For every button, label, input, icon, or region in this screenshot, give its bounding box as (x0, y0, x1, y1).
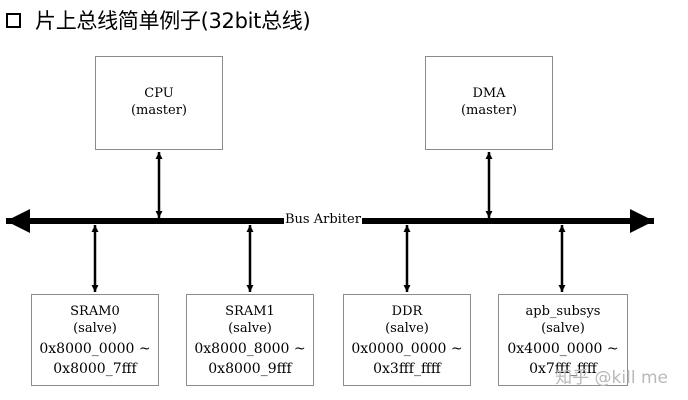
address-end: 0x8000_9fff (208, 361, 292, 377)
sram0-slave-box: SRAM0 (salve) 0x8000_0000 ~ 0x8000_7fff (31, 294, 159, 386)
node-role: (salve) (73, 321, 117, 336)
node-role: (salve) (385, 321, 429, 336)
sram1-slave-box: SRAM1 (salve) 0x8000_8000 ~ 0x8000_9fff (186, 294, 314, 386)
cpu-master-box: CPU (master) (95, 56, 223, 150)
title-text: 片上总线简单例子(32bit总线) (35, 9, 311, 33)
node-name: apb_subsys (525, 304, 601, 319)
address-end: 0x8000_7fff (53, 361, 137, 377)
address-start: 0x8000_8000 ~ (194, 341, 306, 357)
slide-title: 片上总线简单例子(32bit总线) (6, 4, 311, 36)
node-name: SRAM1 (225, 304, 275, 319)
node-role: (master) (130, 103, 188, 118)
node-name: DMA (472, 86, 506, 101)
node-role: (master) (460, 103, 518, 118)
address-end: 0x3fff_ffff (373, 361, 441, 377)
checkbox-bullet-icon (6, 12, 21, 28)
node-role: (salve) (541, 321, 585, 336)
dma-master-box: DMA (master) (425, 56, 553, 150)
bus-arbiter-label: Bus Arbiter (284, 212, 362, 228)
address-start: 0x0000_0000 ~ (351, 341, 463, 357)
apb-subsys-slave-box: apb_subsys (salve) 0x4000_0000 ~ 0x7fff_… (498, 294, 628, 386)
node-role: (salve) (228, 321, 272, 336)
address-start: 0x8000_0000 ~ (39, 341, 151, 357)
node-name: SRAM0 (70, 304, 120, 319)
node-name: CPU (144, 86, 174, 101)
watermark: 知乎 @kill me (555, 368, 668, 388)
node-name: DDR (391, 304, 423, 319)
ddr-slave-box: DDR (salve) 0x0000_0000 ~ 0x3fff_ffff (343, 294, 471, 386)
address-start: 0x4000_0000 ~ (507, 341, 619, 357)
address-end: 0x7fff_ffff (529, 361, 597, 377)
